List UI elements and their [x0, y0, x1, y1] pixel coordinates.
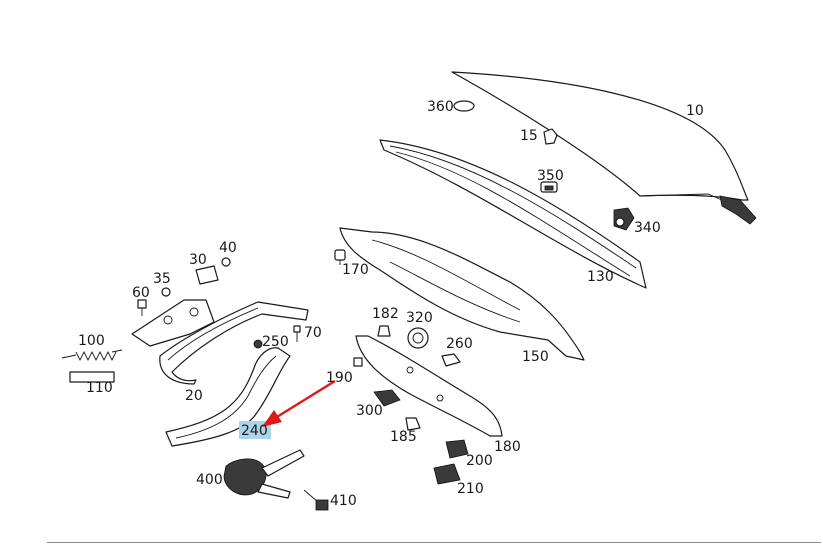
part-185-clip[interactable]	[405, 417, 421, 431]
label-400: 400	[196, 472, 223, 488]
part-250-nut[interactable]	[253, 339, 263, 349]
label-190: 190	[326, 370, 353, 386]
label-70: 70	[304, 325, 322, 341]
part-35-bolt[interactable]	[161, 287, 171, 297]
hinge-bracket[interactable]	[131, 299, 215, 347]
part-110-pad[interactable]	[69, 371, 115, 383]
label-35: 35	[153, 271, 171, 287]
label-40: 40	[219, 240, 237, 256]
part-100-spring[interactable]	[61, 349, 123, 362]
label-30: 30	[189, 252, 207, 268]
pointer-arrow	[262, 379, 336, 427]
label-410: 410	[330, 493, 357, 509]
label-100: 100	[78, 333, 105, 349]
part-200-lock[interactable]	[445, 439, 469, 459]
part-180-lower-trim[interactable]	[355, 335, 503, 437]
label-60: 60	[132, 285, 150, 301]
label-300: 300	[356, 403, 383, 419]
label-340: 340	[634, 220, 661, 236]
label-110: 110	[86, 380, 113, 396]
label-150: 150	[522, 349, 549, 365]
label-20: 20	[185, 388, 203, 404]
label-130: 130	[587, 269, 614, 285]
part-260-cover[interactable]	[441, 353, 461, 367]
label-360: 360	[427, 99, 454, 115]
label-320: 320	[406, 310, 433, 326]
label-185: 185	[390, 429, 417, 445]
part-240-cover-strip[interactable]	[165, 347, 291, 447]
label-210: 210	[457, 481, 484, 497]
highlight-box	[239, 421, 271, 439]
part-182-clip[interactable]	[377, 325, 391, 337]
bottom-divider	[47, 542, 821, 543]
label-182: 182	[372, 306, 399, 322]
part-340-lamp-holder[interactable]	[613, 207, 635, 231]
part-170-clip[interactable]	[334, 249, 346, 265]
part-300-bracket[interactable]	[373, 389, 401, 407]
part-400-drive-unit[interactable]	[223, 449, 305, 499]
part-40-nut[interactable]	[221, 257, 231, 267]
part-410-sensor[interactable]	[303, 489, 329, 511]
label-250: 250	[262, 334, 289, 350]
label-260: 260	[446, 336, 473, 352]
part-10-trunk-lid[interactable]	[451, 71, 757, 225]
label-10: 10	[686, 103, 704, 119]
label-240: 240	[241, 423, 268, 439]
part-210-actuator[interactable]	[433, 463, 461, 485]
part-70-bolt[interactable]	[293, 325, 301, 342]
part-60-screw[interactable]	[137, 299, 147, 316]
label-15: 15	[520, 128, 538, 144]
part-15-clip[interactable]	[543, 128, 558, 145]
part-350-latch[interactable]	[540, 181, 558, 193]
part-130-seal[interactable]	[379, 139, 647, 289]
part-30-bracket[interactable]	[195, 265, 219, 285]
label-200: 200	[466, 453, 493, 469]
label-350: 350	[537, 168, 564, 184]
part-190-clip[interactable]	[353, 357, 363, 367]
part-150-inner-trim[interactable]	[339, 227, 585, 361]
label-180: 180	[494, 439, 521, 455]
part-20-hinge-arm[interactable]	[159, 301, 309, 385]
label-170: 170	[342, 262, 369, 278]
part-320-cap[interactable]	[407, 327, 429, 349]
part-360-bump-stop[interactable]	[453, 100, 475, 112]
